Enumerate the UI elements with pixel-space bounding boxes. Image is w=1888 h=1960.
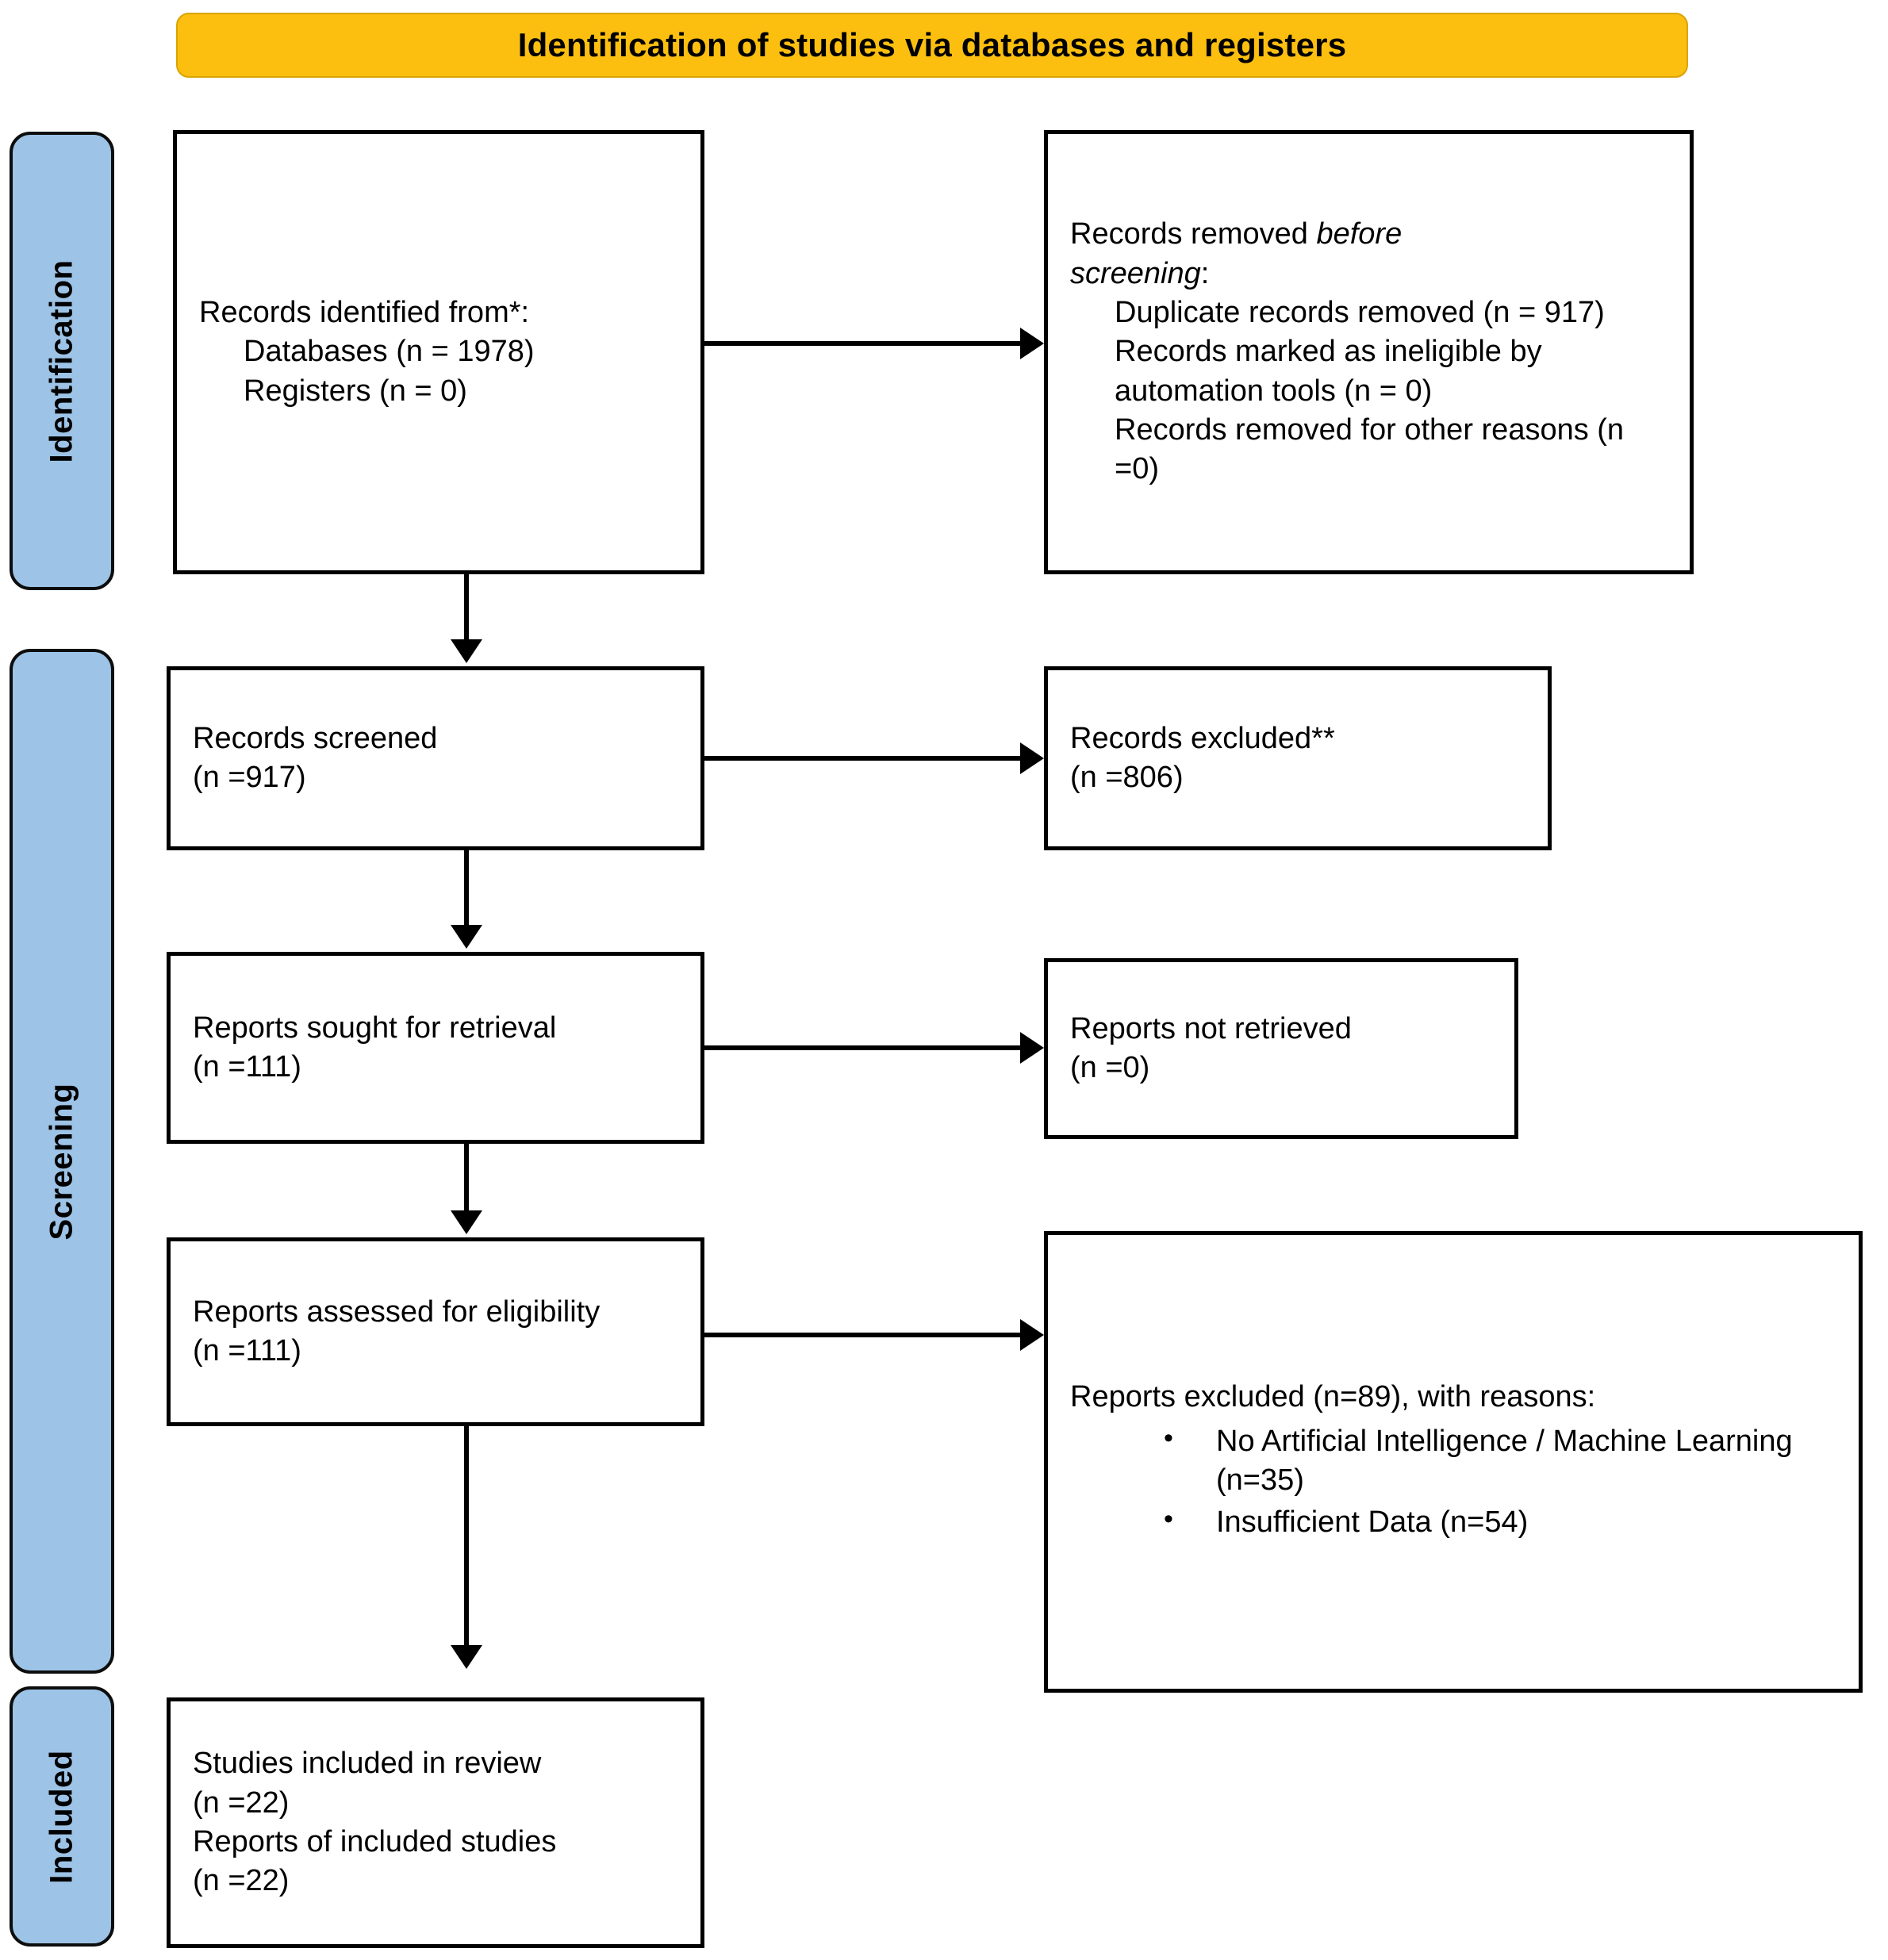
records-removed-heading-a: Records removed [1070, 217, 1317, 251]
arrow-sought-to-assessed-head [451, 1210, 482, 1234]
diagram-header-banner: Identification of studies via databases … [176, 13, 1688, 78]
arrow-identified-to-screened-head [451, 639, 482, 663]
box-reports-not-retrieved: Reports not retrieved (n =0) [1044, 958, 1518, 1139]
box-records-screened: Records screened (n =917) [167, 666, 704, 850]
records-excluded-label: Records excluded** [1070, 721, 1335, 755]
records-removed-heading-italic-screening: screening [1070, 256, 1201, 290]
list-item: No Artificial Intelligence / Machine Lea… [1164, 1421, 1836, 1501]
studies-included-label: Studies included in review [193, 1747, 542, 1781]
box-reports-sought-for-retrieval: Reports sought for retrieval (n =111) [167, 952, 704, 1144]
stage-label-included-text: Included [44, 1749, 79, 1884]
reports-sought-count: (n =111) [193, 1050, 301, 1084]
arrow-assessed-to-included-head [451, 1645, 482, 1669]
records-identified-registers: Registers (n = 0) [244, 374, 467, 408]
records-screened-count: (n =917) [193, 761, 306, 794]
diagram-title: Identification of studies via databases … [517, 25, 1347, 63]
records-removed-duplicates: Duplicate records removed (n = 917) [1115, 295, 1605, 329]
box-records-excluded: Records excluded** (n =806) [1044, 666, 1552, 850]
reports-assessed-count: (n =111) [193, 1334, 301, 1367]
studies-included-count: (n =22) [193, 1785, 290, 1820]
reports-not-retrieved-label: Reports not retrieved [1070, 1011, 1352, 1045]
reports-assessed-label: Reports assessed for eligibility [193, 1295, 601, 1329]
records-removed-heading-colon: : [1200, 256, 1210, 290]
records-identified-line1: Records identified from*: [199, 295, 530, 329]
arrow-identified-to-removed-line [704, 341, 1020, 346]
stage-label-screening-text: Screening [44, 1083, 79, 1240]
reports-sought-label: Reports sought for retrieval [193, 1011, 557, 1045]
records-screened-label: Records screened [193, 721, 438, 755]
box-studies-included: Studies included in review (n =22) Repor… [167, 1697, 704, 1948]
stage-label-included: Included [10, 1686, 114, 1947]
reports-excluded-heading: Reports excluded (n=89), with reasons: [1070, 1380, 1596, 1414]
records-removed-other: Records removed for other reasons (n =0) [1115, 413, 1633, 486]
records-removed-ineligible: Records marked as ineligible by automati… [1115, 335, 1551, 408]
arrow-identified-to-screened-line [464, 574, 469, 642]
reports-included-label: Reports of included studies [193, 1825, 557, 1858]
records-removed-heading-italic-before: before [1316, 217, 1403, 251]
box-reports-assessed-for-eligibility: Reports assessed for eligibility (n =111… [167, 1237, 704, 1426]
box-reports-excluded-with-reasons: Reports excluded (n=89), with reasons: N… [1044, 1231, 1863, 1693]
stage-label-identification-text: Identification [44, 259, 79, 462]
stage-label-identification: Identification [10, 132, 114, 590]
records-excluded-count: (n =806) [1070, 761, 1184, 794]
reports-excluded-reason-list: No Artificial Intelligence / Machine Lea… [1048, 1421, 1859, 1546]
arrow-screened-to-sought-head [451, 925, 482, 949]
box-records-identified: Records identified from*: Databases (n =… [173, 130, 704, 574]
arrow-screened-to-excluded-line [704, 756, 1020, 761]
arrow-sought-to-not-retrieved-head [1020, 1032, 1044, 1064]
records-identified-databases: Databases (n = 1978) [244, 335, 535, 369]
arrow-assessed-to-reports-excluded-head [1020, 1319, 1044, 1351]
arrow-assessed-to-included-line [464, 1426, 469, 1647]
arrow-sought-to-not-retrieved-line [704, 1045, 1020, 1050]
arrow-identified-to-removed-head [1020, 328, 1044, 359]
stage-label-screening: Screening [10, 649, 114, 1674]
box-records-removed-before-screening: Records removed before screening: Duplica… [1044, 130, 1694, 574]
arrow-screened-to-sought-line [464, 850, 469, 926]
arrow-sought-to-assessed-line [464, 1144, 469, 1212]
reports-not-retrieved-count: (n =0) [1070, 1051, 1150, 1084]
reports-included-count: (n =22) [193, 1864, 290, 1898]
list-item: Insufficient Data (n=54) [1164, 1502, 1836, 1542]
arrow-assessed-to-reports-excluded-line [704, 1333, 1020, 1337]
records-removed-heading: Records removed before screening: [1048, 215, 1690, 293]
arrow-screened-to-excluded-head [1020, 742, 1044, 774]
